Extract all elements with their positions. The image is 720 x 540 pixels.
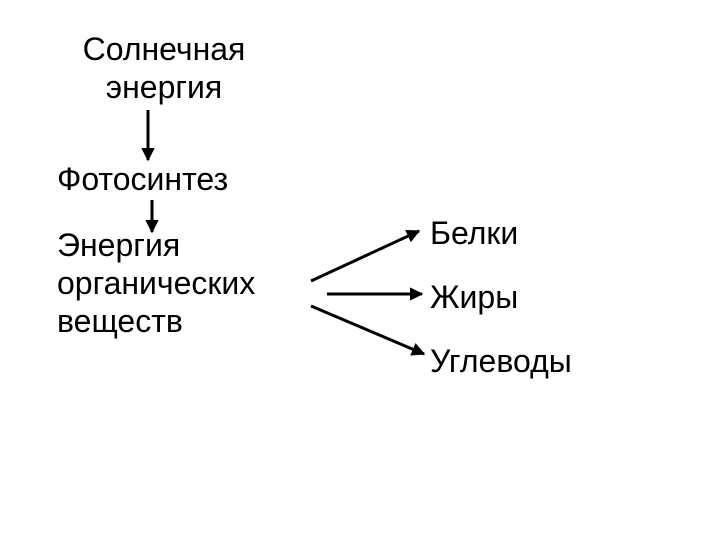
node-proteins: Белки [430,215,519,251]
node-solar-energy: Солнечная энергия [54,30,274,106]
node-organic-energy-line-2: органических [57,265,256,301]
node-photosynthesis: Фотосинтез [57,161,229,197]
node-solar-energy-line-1: Солнечная [82,31,246,67]
arrow-organic-energy-to-carbohydrates [310,304,426,356]
arrow-organic-energy-to-proteins [310,229,421,283]
node-solar-energy-line-2: энергия [105,69,223,105]
node-carbohydrates: Углеводы [430,343,572,379]
node-organic-energy-line-3: веществ [57,303,183,339]
node-organic-energy: Энергия органических веществ [57,226,255,340]
node-organic-energy-line-1: Энергия [57,227,181,263]
node-fats: Жиры [430,279,519,315]
